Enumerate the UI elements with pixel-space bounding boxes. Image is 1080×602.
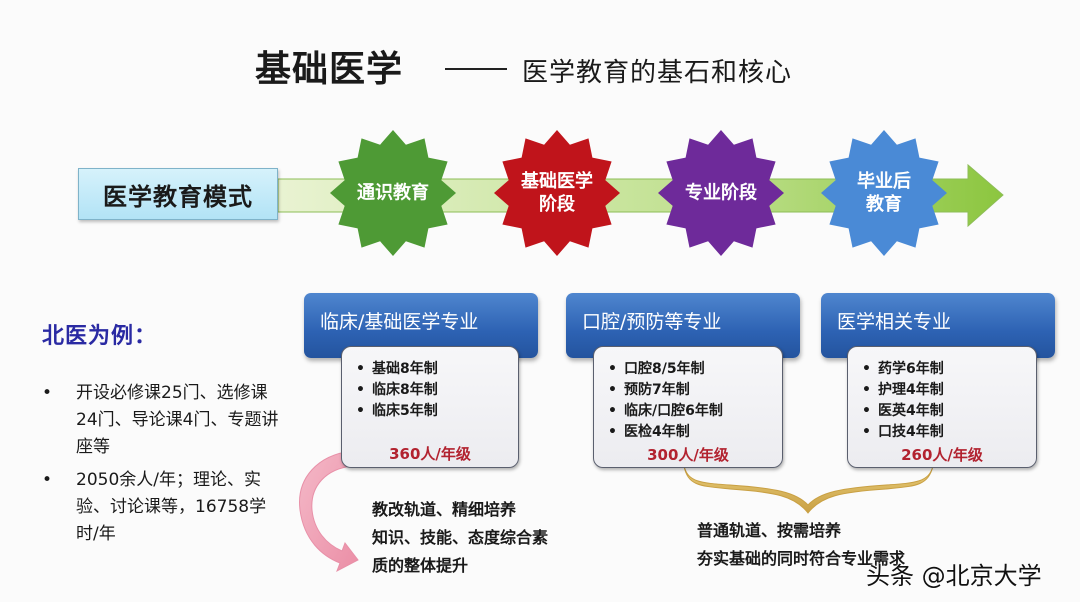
stage-basic-medicine-label: 基础医学 阶段: [497, 170, 617, 216]
stage-label-line: 教育: [866, 194, 902, 215]
slide-title: 基础医学: [255, 49, 404, 90]
stage-label-line: 通识教育: [357, 182, 429, 204]
category-title: 口腔/预防等专业: [582, 311, 722, 333]
enrollment-count: 300人/年级: [647, 446, 729, 464]
education-mode-box: 医学教育模式: [78, 168, 278, 220]
example-item-courses: • 开设必修课25门、选修课24门、导论课4门、专题讲座等: [42, 380, 302, 470]
curved-arrow-icon: [299, 450, 359, 573]
example-title: 北医为例：: [42, 324, 158, 349]
example-item-students: • 2050余人/年；理论、实验、讨论课等，16758学时/年: [42, 467, 302, 557]
program-item: 临床5年制: [356, 401, 518, 422]
program-item: 医英4年制: [862, 401, 1036, 422]
stage-label-line: 专业阶段: [685, 182, 757, 204]
note-line: 质的整体提升: [372, 556, 469, 575]
program-item: 药学6年制: [862, 359, 1036, 380]
stage-label-line: 基础医学: [521, 171, 593, 192]
reform-track-note: 教改轨道、精细培养 知识、技能、态度综合素 质的整体提升: [372, 496, 548, 580]
category-title: 医学相关专业: [837, 311, 952, 333]
program-item: 护理4年制: [862, 380, 1036, 401]
watermark: 头条 @北京大学: [866, 562, 1042, 590]
note-line: 普通轨道、按需培养: [697, 521, 842, 540]
brace-connector: [683, 465, 934, 514]
stage-postgraduate-label: 毕业后 教育: [824, 170, 944, 216]
category-related-card: 药学6年制 护理4年制 医英4年制 口技4年制 260人/年级: [847, 346, 1037, 468]
program-item: 医检4年制: [608, 422, 782, 443]
title-dash-divider: [445, 68, 507, 70]
bullet: •: [42, 470, 53, 490]
enrollment-count: 260人/年级: [901, 446, 983, 464]
program-item: 基础8年制: [356, 359, 518, 380]
category-clinical-card: 基础8年制 临床8年制 临床5年制 360人/年级: [341, 346, 519, 468]
program-list: 药学6年制 护理4年制 医英4年制 口技4年制: [862, 359, 1036, 443]
category-stomatology-card: 口腔8/5年制 预防7年制 临床/口腔6年制 医检4年制 300人/年级: [593, 346, 783, 468]
note-line: 知识、技能、态度综合素: [372, 528, 549, 547]
program-item: 临床8年制: [356, 380, 518, 401]
note-line: 夯实基础的同时符合专业需求: [697, 549, 906, 568]
slide-subtitle: 医学教育的基石和核心: [522, 58, 793, 88]
program-item: 口腔8/5年制: [608, 359, 782, 380]
bullet: •: [42, 383, 53, 403]
note-line: 教改轨道、精细培养: [372, 500, 517, 519]
regular-track-note: 普通轨道、按需培养 夯实基础的同时符合专业需求: [697, 517, 905, 573]
stage-general-education-star: [330, 130, 456, 256]
program-item: 临床/口腔6年制: [608, 401, 782, 422]
program-item: 预防7年制: [608, 380, 782, 401]
stage-general-education-label: 通识教育: [333, 182, 453, 205]
stage-postgraduate-star: [821, 130, 947, 256]
stage-label-line: 阶段: [539, 194, 575, 215]
stage-basic-medicine-star: [494, 130, 620, 256]
category-title: 临床/基础医学专业: [320, 311, 479, 333]
example-item-text: 2050余人/年；理论、实验、讨论课等，16758学时/年: [76, 470, 267, 544]
enrollment-count: 360人/年级: [389, 445, 471, 463]
stage-professional-label: 专业阶段: [661, 182, 781, 205]
program-list: 基础8年制 临床8年制 临床5年制: [356, 359, 518, 422]
stage-label-line: 毕业后: [857, 171, 911, 192]
example-item-text: 开设必修课25门、选修课24门、导论课4门、专题讲座等: [76, 383, 279, 457]
program-item: 口技4年制: [862, 422, 1036, 443]
program-list: 口腔8/5年制 预防7年制 临床/口腔6年制 医检4年制: [608, 359, 782, 443]
education-mode-label: 医学教育模式: [103, 182, 253, 211]
stage-professional-star: [658, 130, 784, 256]
